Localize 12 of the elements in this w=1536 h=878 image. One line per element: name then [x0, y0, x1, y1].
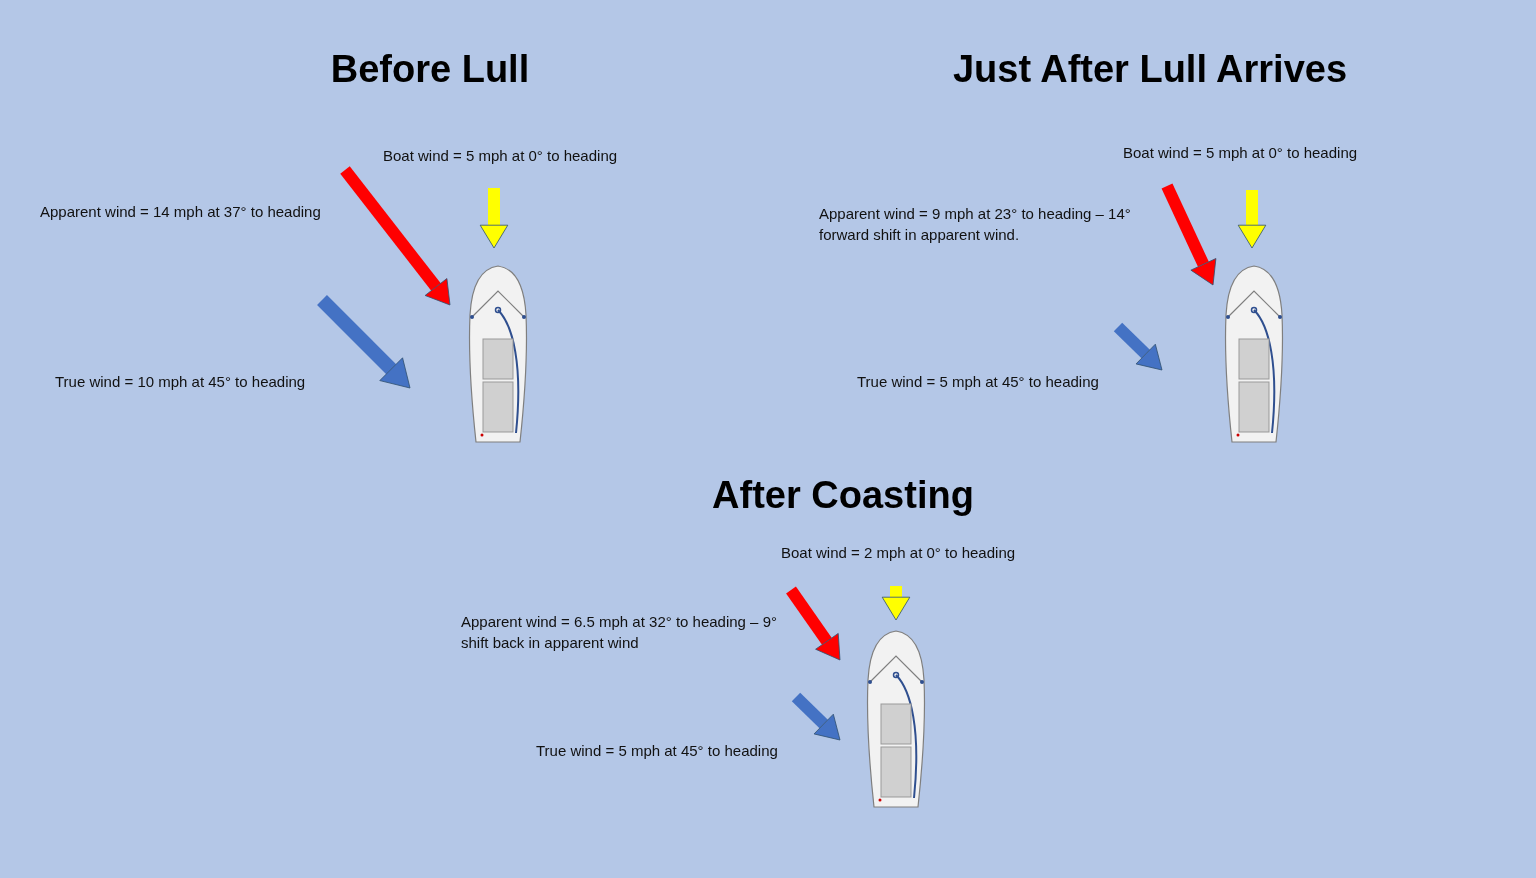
wind-label: True wind = 10 mph at 45° to heading: [55, 372, 306, 392]
wind-label: Boat wind = 5 mph at 0° to heading: [1123, 143, 1358, 163]
wind-label: Apparent wind = 9 mph at 23° to heading – 14° forward shift in apparent wind.: [819, 204, 1132, 245]
panel-title: Just After Lull Arrives: [952, 48, 1348, 91]
wind-label: Apparent wind = 14 mph at 37° to heading: [40, 202, 321, 222]
wind-label: Boat wind = 5 mph at 0° to heading: [383, 146, 618, 166]
panel-title: After Coasting: [712, 474, 974, 517]
panel-title: Before Lull: [330, 48, 530, 91]
wind-label: True wind = 5 mph at 45° to heading: [857, 372, 1099, 392]
wind-label: True wind = 5 mph at 45° to heading: [536, 741, 778, 761]
wind-label: Apparent wind = 6.5 mph at 32° to heading – 9° shift back in apparent wind: [461, 612, 778, 653]
wind-label: Boat wind = 2 mph at 0° to heading: [781, 543, 1016, 563]
